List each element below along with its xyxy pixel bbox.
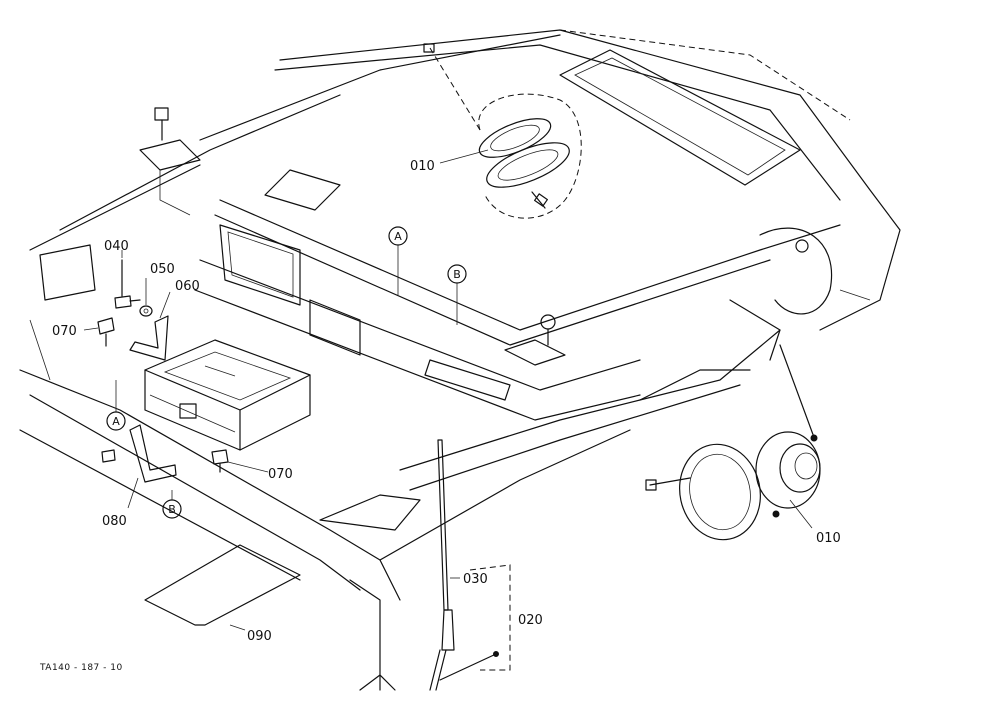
radio-unit xyxy=(144,339,311,451)
label-070-left: 070 xyxy=(52,324,77,339)
figure-code: TA140 - 187 - 10 xyxy=(39,663,123,673)
antenna-030 xyxy=(429,439,455,691)
rear-pillar-speaker-mount xyxy=(729,227,871,361)
label-030: 030 xyxy=(463,572,488,587)
overhead-console xyxy=(194,224,641,421)
svg-text:A: A xyxy=(112,415,120,428)
bolt-070-mid xyxy=(211,449,229,473)
svg-text:B: B xyxy=(168,503,176,516)
bolt-top-left xyxy=(139,107,201,216)
speaker-010-right xyxy=(645,344,821,541)
bracket-080 xyxy=(129,424,177,483)
label-020: 020 xyxy=(518,613,543,628)
bracket-060 xyxy=(129,315,169,361)
mat-090 xyxy=(144,544,301,626)
label-010-right: 010 xyxy=(816,531,841,546)
svg-text:A: A xyxy=(394,230,402,243)
label-060: 060 xyxy=(175,279,200,294)
label-010-top: 010 xyxy=(410,159,435,174)
dashboard-body xyxy=(19,244,781,691)
label-090: 090 xyxy=(247,629,272,644)
reference-mark-b-bottom: B xyxy=(162,499,182,519)
bolt-070-left xyxy=(97,317,115,347)
bolt-left-bracket xyxy=(101,449,116,463)
antenna-cable-020 xyxy=(439,564,511,681)
reference-mark-a-left: A xyxy=(106,411,126,431)
svg-text:B: B xyxy=(453,268,461,281)
label-050: 050 xyxy=(150,262,175,277)
bolt-right-top xyxy=(504,314,566,366)
bolt-040 xyxy=(114,259,141,309)
label-040: 040 xyxy=(104,239,129,254)
speaker-010-top xyxy=(423,43,582,219)
roof-panel xyxy=(29,29,901,346)
reference-mark-b-top: B xyxy=(447,264,467,284)
washer-050 xyxy=(139,305,153,317)
leader-lines xyxy=(83,149,813,631)
label-080: 080 xyxy=(102,514,127,529)
label-070-mid: 070 xyxy=(268,467,293,482)
reference-mark-a-top: A xyxy=(388,226,408,246)
